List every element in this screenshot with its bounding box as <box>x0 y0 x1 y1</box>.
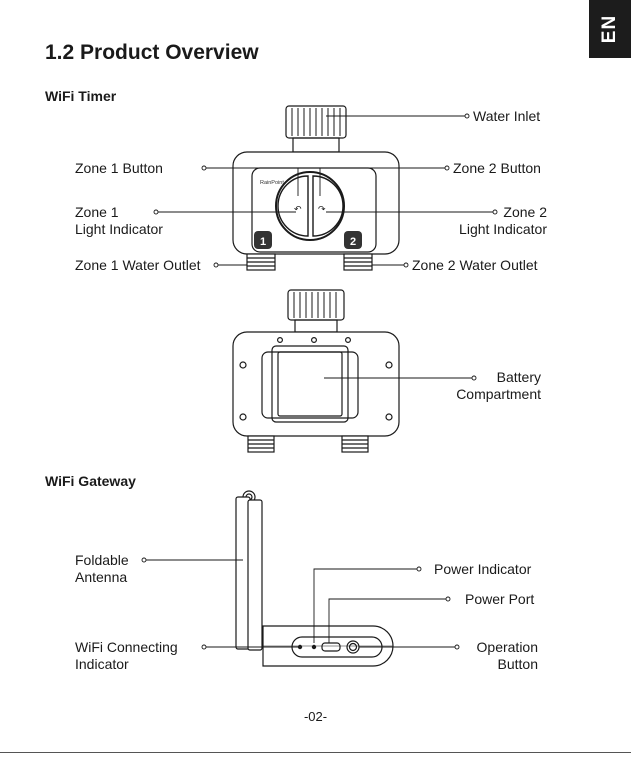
label-operation-line2: Button <box>497 656 538 672</box>
label-antenna-line2: Antenna <box>75 569 128 585</box>
zone1-button-icon: ↶ <box>294 205 302 215</box>
label-wifi-indicator-line1: WiFi Connecting <box>75 639 178 655</box>
label-battery-line2: Compartment <box>456 386 541 402</box>
timer-brand: RainPoint <box>260 180 284 186</box>
label-wifi-indicator-line2: Indicator <box>75 656 129 672</box>
label-power-indicator: Power Indicator <box>434 561 532 577</box>
zone1-badge: 1 <box>260 236 266 248</box>
leader-lines <box>141 113 498 650</box>
label-power-port: Power Port <box>465 591 535 607</box>
label-zone1-button: Zone 1 Button <box>75 160 163 176</box>
label-operation-line1: Operation <box>476 639 538 655</box>
zone2-badge: 2 <box>350 236 356 248</box>
timer-back-illustration <box>232 289 400 453</box>
timer-front-illustration <box>232 105 400 271</box>
footer-rule <box>0 752 631 753</box>
label-zone1-light-line1: Zone 1 <box>75 204 119 220</box>
gateway-illustration <box>235 490 394 667</box>
section-title: 1.2 Product Overview <box>45 41 259 64</box>
label-battery-line1: Battery <box>496 369 541 385</box>
page-number: -02- <box>303 709 328 724</box>
label-zone1-outlet: Zone 1 Water Outlet <box>75 257 201 273</box>
gateway-heading: WiFi Gateway <box>45 473 136 489</box>
label-antenna-line1: Foldable <box>75 552 129 568</box>
language-tab: EN <box>589 0 631 58</box>
label-zone1-light-line2: Light Indicator <box>75 221 163 237</box>
timer-heading: WiFi Timer <box>45 88 117 104</box>
label-zone2-light-line2: Light Indicator <box>459 221 547 237</box>
label-zone2-outlet: Zone 2 Water Outlet <box>412 257 538 273</box>
label-zone2-light-line1: Zone 2 <box>503 204 547 220</box>
label-water-inlet: Water Inlet <box>473 108 541 124</box>
zone2-button-icon: ↷ <box>318 205 326 215</box>
label-zone2-button: Zone 2 Button <box>453 160 541 176</box>
